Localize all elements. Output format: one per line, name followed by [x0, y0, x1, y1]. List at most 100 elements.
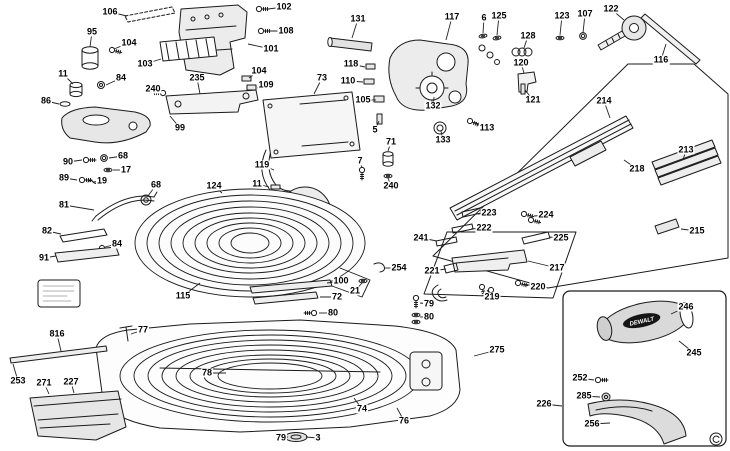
part-label-77: 77 [136, 324, 150, 335]
turntable-drawing [134, 188, 371, 298]
part-label-271: 271 [35, 377, 53, 388]
part-label-253: 253 [9, 375, 27, 386]
part-label-76: 76 [397, 415, 411, 426]
part-label-245: 245 [685, 347, 703, 358]
part-label-122: 122 [602, 3, 620, 14]
part-label-235: 235 [188, 72, 206, 83]
gearcase-drawing [327, 37, 481, 181]
part-label-120: 120 [512, 57, 530, 68]
knob-hardware-drawing [478, 13, 701, 95]
part-label-108: 108 [277, 25, 295, 36]
part-label-107: 107 [576, 8, 594, 19]
part-label-217: 217 [548, 262, 566, 273]
part-label-218: 218 [628, 163, 646, 174]
table-plate-drawing [262, 91, 361, 159]
part-label-116: 116 [652, 54, 670, 65]
part-label-100: 100 [332, 275, 350, 286]
part-label-225: 225 [552, 232, 570, 243]
part-label-131: 131 [349, 13, 367, 24]
part-label-72: 72 [330, 291, 344, 302]
part-label-101: 101 [262, 43, 280, 54]
part-label-219: 219 [483, 291, 501, 302]
part-label-132: 132 [424, 100, 442, 111]
part-label-220: 220 [529, 281, 547, 292]
part-label-221: 221 [423, 265, 441, 276]
part-label-99: 99 [173, 122, 187, 133]
part-label-214: 214 [595, 95, 613, 106]
part-label-81: 81 [57, 199, 71, 210]
part-label-3: 3 [314, 432, 322, 443]
part-label-110: 110 [339, 75, 357, 86]
part-label-105: 105 [354, 94, 372, 105]
part-label-11: 11 [57, 68, 69, 79]
part-label-256: 256 [583, 418, 601, 429]
part-label-119: 119 [253, 159, 271, 170]
part-label-125: 125 [490, 10, 508, 21]
part-label-82: 82 [40, 225, 54, 236]
part-label-104: 104 [250, 65, 268, 76]
part-label-121: 121 [524, 94, 542, 105]
side-extension-drawing [29, 390, 127, 441]
part-label-103: 103 [136, 58, 154, 69]
part-label-252: 252 [571, 372, 589, 383]
part-label-226: 226 [535, 398, 553, 409]
part-label-68: 68 [149, 179, 163, 190]
part-label-79: 79 [274, 432, 288, 443]
dust-elbow-upper-drawing: DEWALT [596, 300, 694, 344]
part-label-95: 95 [85, 26, 99, 37]
part-label-254: 254 [390, 262, 408, 273]
part-label-113: 113 [478, 122, 496, 133]
part-label-133: 133 [434, 134, 452, 145]
part-label-102: 102 [275, 1, 293, 12]
part-label-275: 275 [488, 344, 506, 355]
dust-chute-inset: DEWALT [562, 290, 727, 447]
part-label-89: 89 [57, 172, 71, 183]
part-label-246: 246 [677, 301, 695, 312]
part-label-106: 106 [101, 6, 119, 17]
part-label-7: 7 [356, 155, 364, 166]
motor-cover-plate-drawing [124, 4, 272, 76]
part-label-84: 84 [110, 238, 124, 249]
part-label-241: 241 [412, 232, 430, 243]
part-label-6: 6 [480, 12, 488, 23]
part-label-104: 104 [120, 37, 138, 48]
part-label-213: 213 [677, 144, 695, 155]
part-label-227: 227 [62, 376, 80, 387]
part-label-19: 19 [95, 175, 109, 186]
part-label-223: 223 [480, 207, 498, 218]
pivot-parts-drawing [59, 46, 151, 144]
part-label-11: 11 [251, 178, 263, 189]
rod-drawing [9, 345, 108, 364]
part-label-117: 117 [443, 11, 461, 22]
part-label-816: 816 [48, 328, 66, 339]
brand-logo-text: DEWALT [629, 316, 656, 327]
part-label-84: 84 [114, 72, 128, 83]
clamp-assembly-drawing [431, 207, 551, 302]
foot-drawing [284, 432, 308, 442]
part-label-224: 224 [537, 209, 555, 220]
part-label-215: 215 [688, 225, 706, 236]
base-drawing [95, 319, 461, 433]
part-label-80: 80 [422, 311, 436, 322]
part-label-240: 240 [144, 83, 162, 94]
part-label-78: 78 [200, 367, 214, 378]
part-label-240: 240 [382, 180, 400, 191]
fence-rail-drawing [449, 115, 722, 235]
part-label-79: 79 [422, 298, 436, 309]
part-label-123: 123 [553, 10, 571, 21]
kerf-strips-drawing [249, 262, 385, 317]
part-label-128: 128 [519, 30, 537, 41]
part-label-73: 73 [315, 72, 329, 83]
part-label-90: 90 [61, 156, 75, 167]
part-label-17: 17 [119, 164, 133, 175]
clamp-plates-drawing [37, 228, 120, 308]
part-label-285: 285 [575, 390, 593, 401]
support-bracket-drawing [152, 75, 259, 115]
dust-elbow-lower-drawing [587, 399, 687, 445]
part-label-109: 109 [257, 79, 275, 90]
part-label-80: 80 [326, 307, 340, 318]
corner-badge-icon [709, 432, 723, 446]
